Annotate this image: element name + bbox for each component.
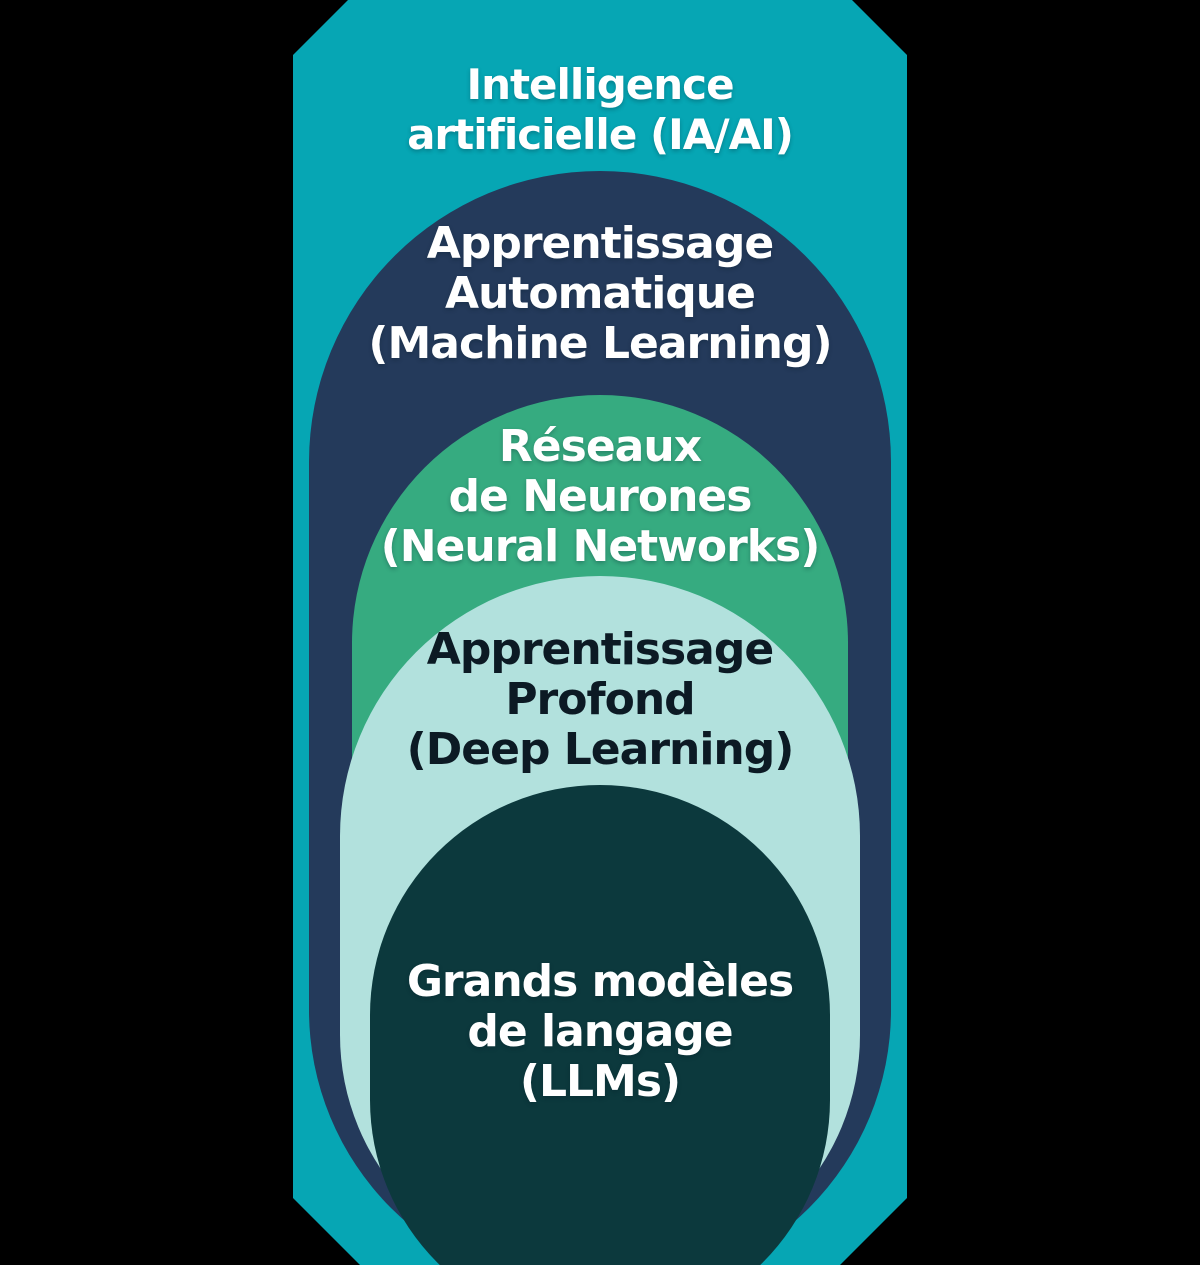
- label-machine-learning: Apprentissage Automatique (Machine Learn…: [368, 218, 832, 369]
- label-deep-learning: Apprentissage Profond (Deep Learning): [406, 624, 795, 775]
- label-large-language-models: Grands modèles de langage (LLMs): [406, 956, 794, 1107]
- label-artificial-intelligence: Intelligence artificielle (IA/AI): [407, 60, 794, 159]
- layer-large-language-models: [370, 785, 830, 1265]
- label-neural-networks: Réseaux de Neurones (Neural Networks): [380, 421, 821, 572]
